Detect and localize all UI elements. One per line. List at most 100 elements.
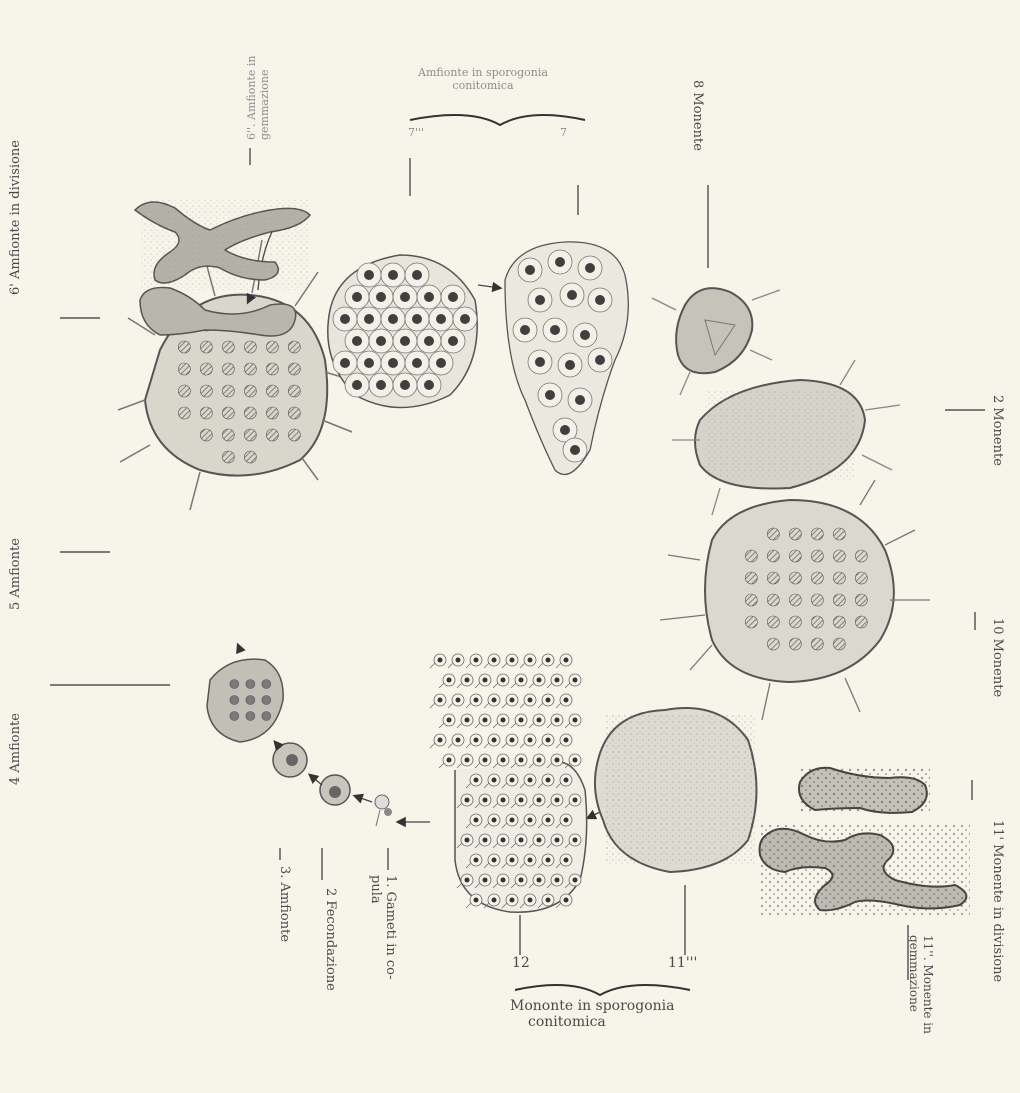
gamete xyxy=(448,734,464,748)
sporozoite xyxy=(588,348,612,372)
nucleus xyxy=(833,528,845,540)
nucleus xyxy=(266,407,278,419)
label-7ppp: 7''' xyxy=(408,126,424,139)
gamete xyxy=(475,674,491,688)
sporozoite xyxy=(333,351,357,375)
nucleus xyxy=(833,616,845,628)
sporozoite xyxy=(357,307,381,331)
nucleus xyxy=(855,572,867,584)
label-amfionte-3: 3. Amfionte xyxy=(277,866,292,942)
sporozoite xyxy=(357,351,381,375)
nucleus xyxy=(178,341,190,353)
cell-amfionte-7 xyxy=(505,242,628,475)
nucleus xyxy=(745,594,757,606)
gamete xyxy=(520,694,536,708)
gamete xyxy=(502,654,518,668)
gamete xyxy=(538,654,554,668)
nucleus xyxy=(246,680,255,689)
sporozoite xyxy=(558,353,582,377)
gamete xyxy=(556,734,572,748)
nucleus xyxy=(811,616,823,628)
gamete xyxy=(439,714,455,728)
nucleus xyxy=(262,680,271,689)
nucleus xyxy=(266,363,278,375)
label-monente-gemmazione: 11''. Monente in gemmazione xyxy=(907,935,935,1034)
nucleus xyxy=(200,429,212,441)
nucleus xyxy=(262,696,271,705)
sporozoite xyxy=(528,288,552,312)
label-7: 7 xyxy=(560,126,567,139)
sporozoite xyxy=(357,263,381,287)
nucleus xyxy=(222,407,234,419)
cell-monente-8 xyxy=(652,288,780,395)
gamete xyxy=(484,654,500,668)
gamete xyxy=(430,734,446,748)
label-fecondazione: 2 Fecondazione xyxy=(323,888,338,991)
gamete xyxy=(493,714,509,728)
nucleus xyxy=(288,407,300,419)
nucleus xyxy=(789,528,801,540)
nucleus xyxy=(200,341,212,353)
nucleus xyxy=(833,594,845,606)
nucleus xyxy=(222,385,234,397)
label-amfionte-gemmazione: 6''. Amfionte in gemmazione xyxy=(245,56,271,141)
gamete xyxy=(439,754,455,768)
sporozoite xyxy=(381,307,405,331)
nucleus xyxy=(230,712,239,721)
nucleus xyxy=(811,572,823,584)
nucleus xyxy=(855,550,867,562)
nucleus xyxy=(200,363,212,375)
label-11ppp: 11''' xyxy=(668,955,697,971)
nucleus xyxy=(244,407,256,419)
nucleus xyxy=(288,385,300,397)
nucleus xyxy=(244,451,256,463)
cell-amfionte-division xyxy=(135,200,310,336)
gamete xyxy=(565,754,581,768)
nucleus xyxy=(855,616,867,628)
sporozoite xyxy=(333,307,357,331)
nucleus xyxy=(745,550,757,562)
sporozoite xyxy=(518,258,542,282)
nucleus xyxy=(288,363,300,375)
nucleus xyxy=(745,616,757,628)
nucleus xyxy=(833,550,845,562)
sporozoite xyxy=(417,373,441,397)
label-monente-8: 8 Monente xyxy=(690,80,705,151)
nucleus xyxy=(266,341,278,353)
sporozoite xyxy=(369,329,393,353)
sporozoite xyxy=(578,256,602,280)
gamete xyxy=(565,674,581,688)
gamete xyxy=(466,894,482,908)
nucleus xyxy=(222,363,234,375)
label-amfionte-sporogonia: Amfionte in sporogonia conitomica xyxy=(418,66,548,92)
sporozoite xyxy=(548,250,572,274)
cell-monente-11ppp xyxy=(595,708,757,872)
nucleus xyxy=(811,528,823,540)
gamete xyxy=(475,754,491,768)
nucleus xyxy=(262,712,271,721)
nucleus xyxy=(244,341,256,353)
sporozoite xyxy=(381,263,405,287)
sporozoite xyxy=(345,285,369,309)
nucleus xyxy=(833,572,845,584)
label-gameti-copula: 1. Gameti in co- pula xyxy=(368,875,398,979)
sporozoite xyxy=(393,373,417,397)
nucleus xyxy=(767,550,779,562)
sporozoite xyxy=(441,285,465,309)
sporozoite xyxy=(405,263,429,287)
gamete xyxy=(529,674,545,688)
gamete xyxy=(511,714,527,728)
gamete xyxy=(466,694,482,708)
sporozoite xyxy=(417,329,441,353)
nucleus xyxy=(833,638,845,650)
nucleus xyxy=(767,572,779,584)
nucleus xyxy=(266,429,278,441)
sporozoite xyxy=(563,438,587,462)
nucleus xyxy=(200,407,212,419)
sporozoite xyxy=(528,350,552,374)
nucleus xyxy=(789,594,801,606)
sporozoite xyxy=(417,285,441,309)
nucleus xyxy=(288,341,300,353)
sporozoite xyxy=(429,351,453,375)
